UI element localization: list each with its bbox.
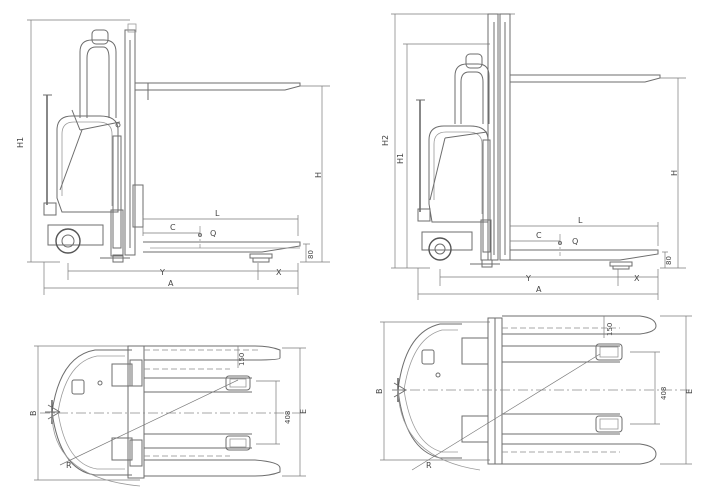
dim-h-label: H <box>314 172 323 178</box>
dim-e-label: E <box>299 409 308 414</box>
dim-r-label: R <box>66 461 72 470</box>
top-view-right: B 150 <box>375 315 694 471</box>
dim-b-label: B <box>29 411 38 417</box>
dim-ground-clearance-right: 80 <box>665 256 673 265</box>
dim-x-label-right: X <box>634 274 640 283</box>
dim-c-label-right: C <box>536 231 542 240</box>
dim-h2-label: H2 <box>381 135 390 146</box>
dim-x-label: X <box>276 268 282 277</box>
side-view-left: H1 <box>16 19 330 295</box>
dim-h-label-right: H <box>670 170 679 176</box>
dim-fork-gap-label: 408 <box>284 411 292 424</box>
dim-y-label-right: Y <box>525 274 531 283</box>
dim-fork-gap-label-right: 408 <box>660 387 668 400</box>
dim-y-label: Y <box>159 268 165 277</box>
dim-l-label: L <box>215 209 220 218</box>
dim-l-label-right: L <box>578 216 583 225</box>
dim-fork-width-label: 150 <box>238 353 246 366</box>
dim-r-label-right: R <box>426 461 432 470</box>
dim-e-label-right: E <box>685 389 694 394</box>
dim-q-label-right: Q <box>572 237 578 246</box>
dim-h1-label-right: H1 <box>396 153 405 164</box>
dim-a-label: A <box>168 279 174 288</box>
dim-ground-clearance: 80 <box>307 250 315 259</box>
dim-a-label-right: A <box>536 285 542 294</box>
dim-h1-label: H1 <box>16 137 25 148</box>
dim-c-label: C <box>170 223 176 232</box>
dim-b-label-right: B <box>375 389 384 395</box>
dim-fork-width-label-right: 150 <box>606 323 614 336</box>
dim-q-label: Q <box>210 229 216 238</box>
side-view-right: H2 H1 <box>381 13 686 300</box>
top-view-left: B 150 <box>29 345 308 487</box>
